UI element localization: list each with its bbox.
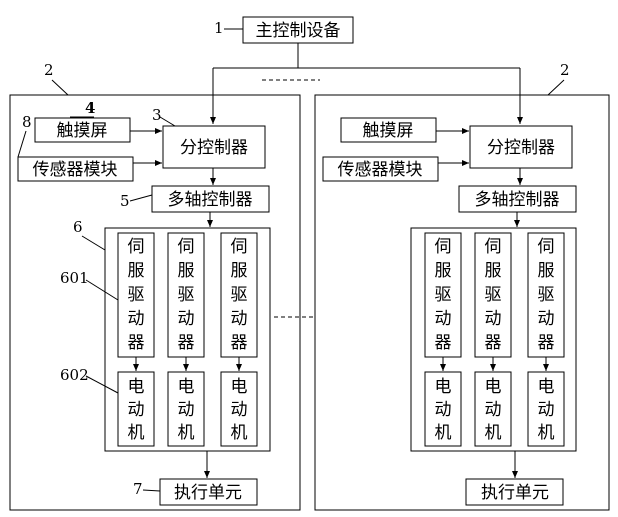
motor-char: 电 [128, 377, 145, 397]
ref-left-panel: 2 [44, 61, 54, 79]
main-controller-label: 主控制设备 [256, 21, 341, 41]
servo-driver-char: 服 [538, 261, 555, 281]
leader-right-panel [548, 80, 564, 95]
motor-char: 电 [538, 377, 555, 397]
ref-exec-unit: 7 [133, 480, 143, 498]
motor-char: 动 [128, 400, 145, 420]
servo-driver-char: 器 [128, 333, 145, 353]
right-panel: 2 触摸屏 传感器模块 分控制器 多轴控制器 伺服驱动器电动机伺服驱动器电动机伺… [315, 61, 609, 510]
motor-char: 动 [178, 400, 195, 420]
ref-right-panel: 2 [560, 61, 570, 79]
motor-char: 动 [435, 400, 452, 420]
leader-left-panel [52, 80, 68, 95]
servo-driver-char: 服 [435, 261, 452, 281]
motor-char: 机 [435, 423, 452, 443]
motor-char: 机 [128, 423, 145, 443]
leader-sensor-module [18, 131, 26, 157]
ref-servo: 601 [60, 269, 89, 287]
motor-char: 动 [231, 400, 248, 420]
servo-driver-char: 服 [485, 261, 502, 281]
servo-driver-char: 动 [178, 309, 195, 329]
servo-driver-char: 驱 [435, 285, 452, 305]
servo-driver-char: 器 [435, 333, 452, 353]
right-touch-screen-label: 触摸屏 [363, 121, 414, 141]
servo-driver-char: 驱 [178, 285, 195, 305]
servo-driver-char: 动 [128, 309, 145, 329]
ref-motor: 602 [60, 366, 89, 384]
servo-driver-char: 器 [178, 333, 195, 353]
main-controller-node: 主控制设备 [243, 17, 353, 43]
right-drive-columns: 伺服驱动器电动机伺服驱动器电动机伺服驱动器电动机 [425, 233, 564, 446]
servo-driver-char: 伺 [435, 237, 452, 257]
right-sensor-module-label: 传感器模块 [338, 160, 423, 180]
ref-drive-group: 6 [73, 218, 83, 236]
motor-char: 电 [485, 377, 502, 397]
left-sub-controller-label: 分控制器 [180, 138, 248, 158]
servo-driver-char: 驱 [231, 285, 248, 305]
left-panel: 2 触摸屏 4 传感器模块 8 分控制器 3 多轴控制器 5 6 601 602 [10, 61, 300, 510]
motor-char: 机 [485, 423, 502, 443]
servo-driver-char: 驱 [128, 285, 145, 305]
leader-multi-axis [130, 195, 152, 201]
left-drive-columns: 伺服驱动器电动机伺服驱动器电动机伺服驱动器电动机 [118, 233, 257, 446]
motor-char: 机 [178, 423, 195, 443]
servo-driver-char: 动 [435, 309, 452, 329]
right-exec-unit-label: 执行单元 [481, 483, 549, 503]
left-sensor-module-label: 传感器模块 [33, 160, 118, 180]
servo-driver-char: 服 [178, 261, 195, 281]
leader-exec-unit [143, 490, 160, 491]
motor-char: 机 [231, 423, 248, 443]
ref-sensor-module: 8 [22, 113, 32, 131]
motor-char: 电 [178, 377, 195, 397]
servo-driver-char: 驱 [485, 285, 502, 305]
servo-driver-char: 伺 [128, 237, 145, 257]
servo-driver-char: 伺 [178, 237, 195, 257]
servo-driver-char: 伺 [538, 237, 555, 257]
motor-char: 动 [538, 400, 555, 420]
servo-driver-char: 器 [485, 333, 502, 353]
leader-motor [86, 376, 118, 393]
motor-char: 电 [435, 377, 452, 397]
servo-driver-char: 驱 [538, 285, 555, 305]
servo-driver-char: 动 [231, 309, 248, 329]
servo-driver-char: 动 [538, 309, 555, 329]
servo-driver-char: 动 [485, 309, 502, 329]
servo-driver-char: 器 [538, 333, 555, 353]
servo-driver-char: 器 [231, 333, 248, 353]
left-exec-unit-label: 执行单元 [174, 483, 242, 503]
right-multi-axis-label: 多轴控制器 [475, 190, 560, 210]
servo-driver-char: 伺 [231, 237, 248, 257]
leader-drive-group [82, 236, 105, 250]
motor-char: 动 [485, 400, 502, 420]
ref-multi-axis: 5 [120, 192, 130, 210]
servo-driver-char: 服 [231, 261, 248, 281]
left-touch-screen-label: 触摸屏 [57, 121, 108, 141]
ref-sub-controller: 3 [152, 106, 162, 124]
ref-touch-screen: 4 [85, 99, 95, 117]
servo-driver-char: 服 [128, 261, 145, 281]
leader-sub-controller [160, 117, 175, 126]
motor-char: 机 [538, 423, 555, 443]
leader-servo [86, 280, 118, 300]
servo-driver-char: 伺 [485, 237, 502, 257]
left-multi-axis-label: 多轴控制器 [168, 190, 253, 210]
right-sub-controller-label: 分控制器 [487, 138, 555, 158]
motor-char: 电 [231, 377, 248, 397]
ref-main-controller: 1 [214, 19, 224, 37]
